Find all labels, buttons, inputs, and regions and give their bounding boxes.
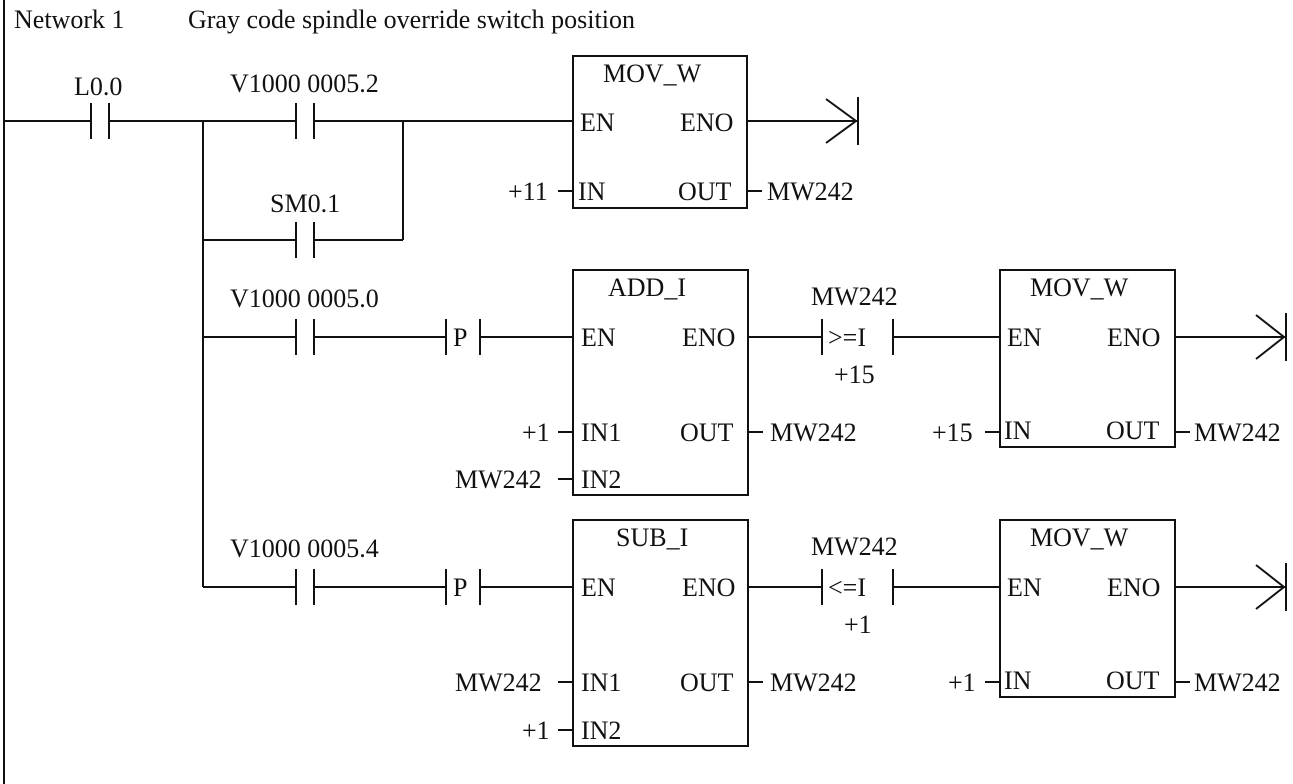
mov1-en: EN: [580, 108, 615, 137]
block-mov-w-2[interactable]: MOV_W EN ENO IN OUT: [999, 269, 1176, 448]
mov2-in-value: +15: [932, 418, 973, 447]
rung-1: L0.0 V1000 0005.2 SM0.1 MOV_W EN ENO IN …: [4, 55, 859, 258]
network-label: Network 1: [14, 5, 124, 34]
add-en: EN: [581, 323, 616, 352]
mov2-in: IN: [1004, 416, 1032, 445]
sub-title: SUB_I: [616, 523, 688, 552]
positive-edge-2-label: P: [453, 573, 467, 602]
sub-in1: IN1: [581, 668, 621, 697]
add-in2: IN2: [581, 465, 621, 494]
positive-edge-1-label: P: [453, 323, 467, 352]
mov3-en: EN: [1007, 573, 1042, 602]
contact-l00-label: L0.0: [74, 72, 122, 101]
contact-v1000-0005-0[interactable]: V1000 0005.0: [230, 284, 379, 355]
mov1-in: IN: [578, 177, 606, 206]
sub-eno: ENO: [682, 573, 735, 602]
add-in2-value: MW242: [455, 465, 542, 494]
rung-3: V1000 0005.4 P SUB_I EN ENO IN1 OUT IN2 …: [203, 519, 1287, 747]
contact-v1000-0005-4[interactable]: V1000 0005.4: [230, 534, 379, 605]
mov2-en: EN: [1007, 323, 1042, 352]
block-add-i[interactable]: ADD_I EN ENO IN1 OUT IN2: [572, 269, 749, 496]
mov2-title: MOV_W: [1030, 273, 1129, 302]
block-mov-w-3[interactable]: MOV_W EN ENO IN OUT: [999, 519, 1176, 698]
mov2-out-value: MW242: [1194, 418, 1281, 447]
compare-le-top: MW242: [811, 532, 898, 561]
block-sub-i[interactable]: SUB_I EN ENO IN1 OUT IN2: [572, 519, 749, 747]
mov2-eno: ENO: [1107, 323, 1160, 352]
rung-1-end-arrow: [825, 97, 859, 145]
mov3-eno: ENO: [1107, 573, 1160, 602]
sub-in2-value: +1: [522, 716, 550, 745]
compare-ge-bottom: +15: [834, 360, 875, 389]
add-out-value: MW242: [770, 418, 857, 447]
contact-sm01-label: SM0.1: [270, 189, 340, 218]
contact-v1000-0005-2-label: V1000 0005.2: [230, 69, 379, 98]
rung-2: V1000 0005.0 P ADD_I EN ENO IN1 OUT IN2 …: [203, 269, 1287, 496]
sub-out: OUT: [680, 668, 734, 697]
network-comment: Gray code spindle override switch positi…: [188, 5, 635, 34]
sub-out-value: MW242: [770, 668, 857, 697]
mov2-out: OUT: [1106, 416, 1160, 445]
compare-ge-op: >=I: [828, 323, 866, 352]
contact-v1000-0005-4-label: V1000 0005.4: [230, 534, 379, 563]
positive-edge-2[interactable]: P: [445, 569, 481, 605]
mov3-out-value: MW242: [1194, 668, 1281, 697]
sub-en: EN: [581, 573, 616, 602]
block-mov-w-1[interactable]: MOV_W EN ENO IN OUT: [572, 55, 748, 209]
mov1-out-value: MW242: [767, 177, 854, 206]
mov1-title: MOV_W: [603, 59, 702, 88]
add-eno: ENO: [682, 323, 735, 352]
compare-le-bottom: +1: [844, 610, 872, 639]
contact-sm01[interactable]: SM0.1: [270, 189, 340, 258]
compare-ge-top: MW242: [811, 282, 898, 311]
sub-in2: IN2: [581, 716, 621, 745]
mov1-out: OUT: [678, 177, 732, 206]
compare-le-op: <=I: [828, 573, 866, 602]
compare-ge[interactable]: >=I MW242 +15: [811, 282, 898, 389]
rung-3-end-arrow: [1255, 563, 1287, 611]
mov1-eno: ENO: [680, 108, 733, 137]
sub-in1-value: MW242: [455, 668, 542, 697]
contact-l00[interactable]: L0.0: [74, 72, 122, 139]
mov3-in: IN: [1004, 666, 1032, 695]
add-title: ADD_I: [608, 273, 686, 302]
mov3-in-value: +1: [948, 668, 976, 697]
contact-v1000-0005-0-label: V1000 0005.0: [230, 284, 379, 313]
mov3-out: OUT: [1106, 666, 1160, 695]
positive-edge-1[interactable]: P: [445, 319, 481, 355]
mov3-title: MOV_W: [1030, 523, 1129, 552]
add-out: OUT: [680, 418, 734, 447]
contact-v1000-0005-2[interactable]: V1000 0005.2: [230, 69, 379, 139]
rung-2-end-arrow: [1255, 313, 1287, 361]
add-in1: IN1: [581, 418, 621, 447]
add-in1-value: +1: [522, 418, 550, 447]
compare-le[interactable]: <=I MW242 +1: [811, 532, 898, 639]
mov1-in-value: +11: [508, 177, 548, 206]
